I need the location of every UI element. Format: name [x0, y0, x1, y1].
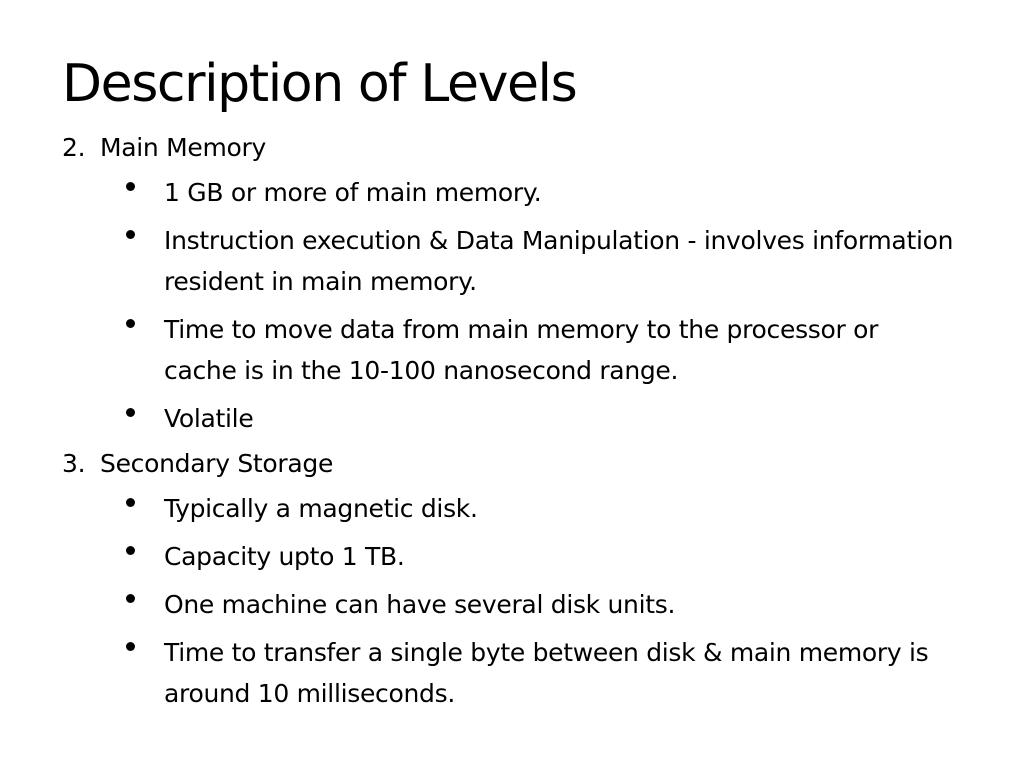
- bullet-item: Time to transfer a single byte between d…: [62, 632, 962, 714]
- bullet-item: 1 GB or more of main memory.: [62, 172, 962, 213]
- bullet-item: Typically a magnetic disk.: [62, 488, 962, 529]
- bullet-dot-icon: [62, 584, 164, 624]
- slide-content: 2. Main Memory 1 GB or more of main memo…: [62, 130, 962, 721]
- bullet-dot-icon: [62, 309, 164, 349]
- bullet-text: Time to move data from main memory to th…: [164, 315, 879, 385]
- bullet-item: Time to move data from main memory to th…: [62, 309, 962, 391]
- section-number: 3.: [62, 449, 86, 478]
- section-main-memory: 2. Main Memory 1 GB or more of main memo…: [62, 130, 962, 439]
- bullet-item: Capacity upto 1 TB.: [62, 536, 962, 577]
- section-number: 2.: [62, 133, 86, 162]
- bullet-text: One machine can have several disk units.: [164, 590, 676, 619]
- section-heading-text: Main Memory: [100, 133, 266, 162]
- slide-title: Description of Levels: [62, 54, 578, 114]
- bullet-text: 1 GB or more of main memory.: [164, 178, 542, 207]
- bullet-dot-icon: [62, 488, 164, 528]
- section-secondary-storage: 3. Secondary Storage Typically a magneti…: [62, 446, 962, 714]
- bullet-dot-icon: [62, 220, 164, 260]
- section-heading: 2. Main Memory: [62, 130, 962, 166]
- bullet-dot-icon: [62, 398, 164, 438]
- bullet-dot-icon: [62, 632, 164, 672]
- bullet-dot-icon: [62, 172, 164, 212]
- bullet-text: Instruction execution & Data Manipulatio…: [164, 226, 954, 296]
- bullet-list: 1 GB or more of main memory. Instruction…: [62, 172, 962, 439]
- bullet-text: Typically a magnetic disk.: [164, 494, 478, 523]
- bullet-text: Time to transfer a single byte between d…: [164, 638, 929, 708]
- bullet-item: Volatile: [62, 398, 962, 439]
- bullet-item: Instruction execution & Data Manipulatio…: [62, 220, 962, 302]
- bullet-text: Volatile: [164, 404, 254, 433]
- bullet-text: Capacity upto 1 TB.: [164, 542, 405, 571]
- section-heading-text: Secondary Storage: [100, 449, 334, 478]
- bullet-item: One machine can have several disk units.: [62, 584, 962, 625]
- bullet-dot-icon: [62, 536, 164, 576]
- bullet-list: Typically a magnetic disk. Capacity upto…: [62, 488, 962, 714]
- section-heading: 3. Secondary Storage: [62, 446, 962, 482]
